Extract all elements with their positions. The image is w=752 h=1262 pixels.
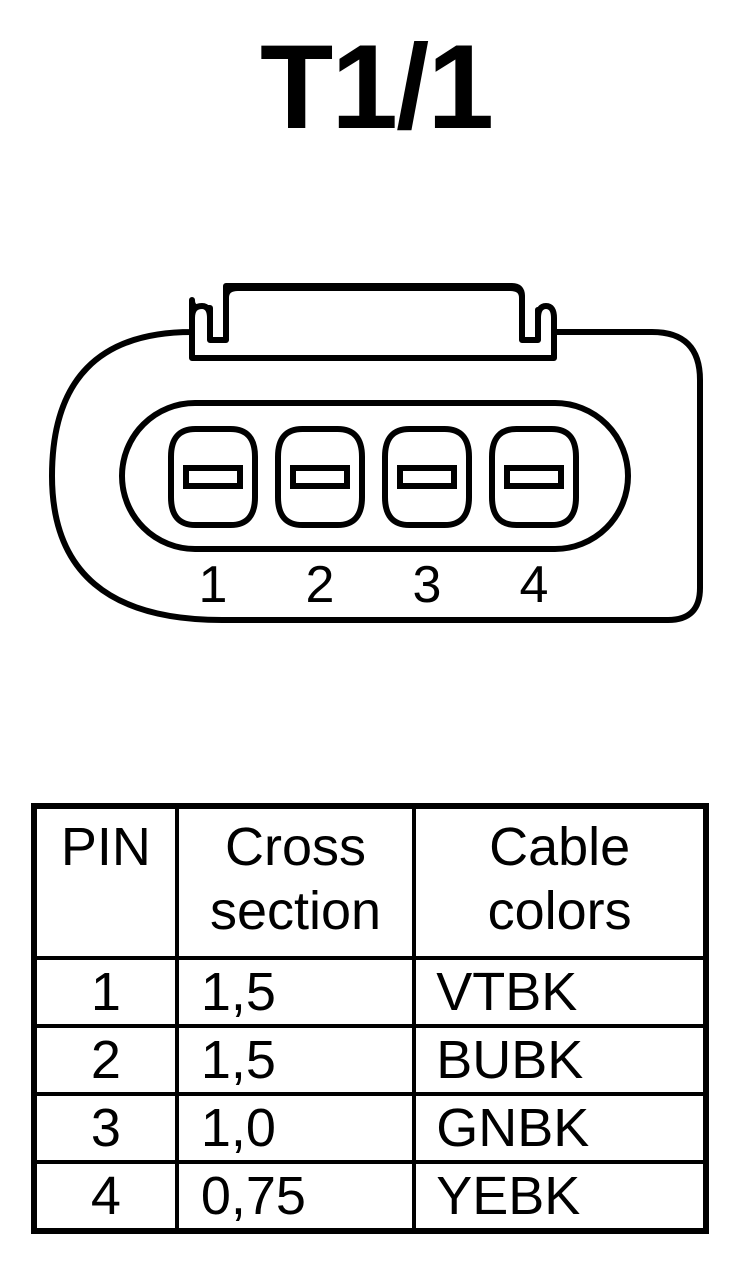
pin-cavity-4: [489, 426, 579, 528]
header-pin: PIN: [32, 804, 179, 960]
table-row: 2 1,5 BUBK: [32, 1024, 708, 1096]
cell-pin: 2: [32, 1024, 179, 1096]
pin-socket: [119, 400, 631, 552]
pin-cavity-outline: [168, 426, 258, 528]
table-row: 4 0,75 YEBK: [32, 1160, 708, 1233]
cell-pin: 3: [32, 1092, 179, 1164]
pin-cavity-2: [275, 426, 365, 528]
cell-pin: 1: [32, 956, 179, 1028]
pin-contact-slot: [397, 465, 457, 489]
pin-cavity-outline: [489, 426, 579, 528]
header-cable-colors: Cable colors: [412, 804, 708, 960]
connector-housing: [49, 282, 703, 623]
pin-cavity-3: [382, 426, 472, 528]
cell-cross-section: 1,5: [174, 1024, 417, 1096]
pin-contact-slot: [504, 465, 564, 489]
connector-title: T1/1: [259, 20, 494, 154]
cell-pin: 4: [32, 1160, 179, 1233]
pin-number-label: 1: [199, 556, 228, 614]
pin-contact-slot: [290, 465, 350, 489]
table-row: 3 1,0 GNBK: [32, 1092, 708, 1164]
table-row: 1 1,5 VTBK: [32, 956, 708, 1028]
cell-cross-section: 1,0: [174, 1092, 417, 1164]
pin-number-label: 3: [413, 556, 442, 614]
cell-cable-color: GNBK: [412, 1092, 708, 1164]
pin-cavity-outline: [382, 426, 472, 528]
latch-outline: [189, 285, 557, 361]
pin-assignment-table: PIN Cross section Cable colors 1 1,5 VTB…: [31, 803, 709, 1234]
cell-cable-color: BUBK: [412, 1024, 708, 1096]
cell-cross-section: 0,75: [174, 1160, 417, 1233]
pin-cavity-1: [168, 426, 258, 528]
cell-cable-color: VTBK: [412, 956, 708, 1028]
cell-cable-color: YEBK: [412, 1160, 708, 1233]
table-header-row: PIN Cross section Cable colors: [32, 804, 708, 960]
connector-diagram: 1 2 3 4: [49, 282, 703, 623]
cell-cross-section: 1,5: [174, 956, 417, 1028]
header-cross-section: Cross section: [174, 804, 417, 960]
pin-number-label: 4: [520, 556, 549, 614]
pin-number-label: 2: [306, 556, 335, 614]
pin-cavity-outline: [275, 426, 365, 528]
pin-contact-slot: [183, 465, 243, 489]
